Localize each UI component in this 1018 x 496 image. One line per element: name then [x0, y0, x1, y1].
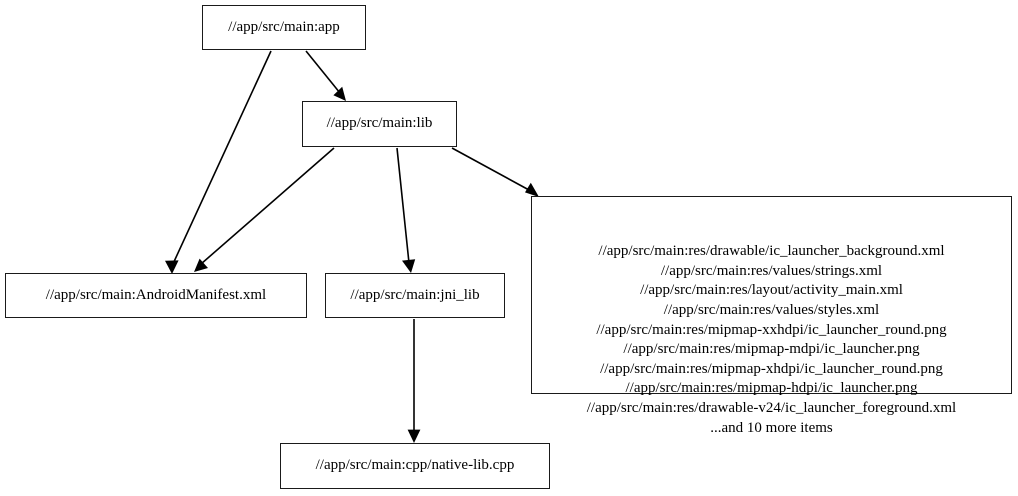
edge-arrowhead — [165, 260, 179, 274]
edge-lib-to-manifest — [194, 147, 335, 272]
node-label: //app/src/main:app — [228, 18, 340, 35]
node-label: //app/src/main:jni_lib — [350, 286, 480, 303]
edge-line — [451, 147, 530, 191]
edge-arrowhead — [525, 182, 539, 197]
edge-arrowhead — [333, 86, 346, 101]
edge-lib-to-res-group — [451, 147, 539, 197]
edge-app-to-manifest — [165, 50, 272, 274]
edge-line — [396, 147, 410, 264]
node-native-lib-cpp[interactable]: //app/src/main:cpp/native-lib.cpp — [280, 443, 550, 489]
edge-arrowhead — [407, 429, 421, 443]
edge-arrowhead — [194, 258, 208, 272]
edge-lib-to-jni-lib — [396, 147, 416, 273]
node-app[interactable]: //app/src/main:app — [202, 5, 366, 50]
node-label: //app/src/main:cpp/native-lib.cpp — [315, 457, 515, 474]
node-label: //app/src/main:AndroidManifest.xml — [45, 286, 267, 303]
node-label: //app/src/main:res/drawable/ic_launcher_… — [586, 243, 957, 436]
edge-line — [305, 50, 341, 94]
node-jni-lib[interactable]: //app/src/main:jni_lib — [325, 273, 505, 318]
edge-line — [171, 50, 272, 267]
edge-arrowhead — [402, 259, 416, 273]
node-label: //app/src/main:lib — [326, 115, 433, 132]
node-lib[interactable]: //app/src/main:lib — [302, 101, 457, 147]
node-res-group[interactable]: //app/src/main:res/drawable/ic_launcher_… — [531, 196, 1012, 436]
node-android-manifest[interactable]: //app/src/main:AndroidManifest.xml — [5, 273, 307, 318]
edge-line — [200, 147, 335, 265]
edge-jni-lib-to-native-lib — [407, 319, 421, 443]
edge-app-to-lib — [305, 50, 346, 101]
